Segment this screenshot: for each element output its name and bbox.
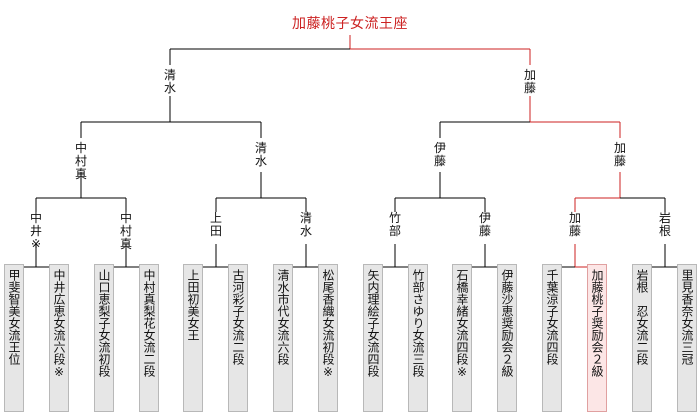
player-box: 千葉涼子女流四段 (542, 264, 562, 412)
quarterfinal-label-2: 上 田 (209, 211, 222, 238)
quarterfinal-label-1: 中 村 真 (119, 211, 132, 251)
player-box-champion: 加藤桃子奨励会２級 (587, 264, 607, 412)
player-box: 里見香奈女流三冠 (677, 264, 697, 412)
player-box: 清水市代女流六段 (273, 264, 293, 412)
quarterfinal-label-3: 清 水 (299, 211, 312, 238)
player-box: 山口恵梨子女流初段 (94, 264, 114, 412)
player-box: 中井広恵女流六段※ (49, 264, 69, 412)
quarterfinal-label-7: 岩 根 (658, 211, 671, 238)
semifinal-label-2: 伊 藤 (433, 141, 446, 168)
quarterfinal-label-5: 伊 藤 (478, 211, 491, 238)
player-box: 古河彩子女流二段 (228, 264, 248, 412)
player-box: 伊藤沙恵奨励会２級 (497, 264, 517, 412)
semifinal-label-0: 中 村 真 (74, 141, 87, 181)
player-box: 甲斐智美女流王位 (4, 264, 24, 412)
quarterfinal-label-4: 竹 部 (388, 211, 401, 238)
player-box: 中村真梨花女流二段 (139, 264, 159, 412)
tournament-title: 加藤桃子女流王座 (292, 16, 408, 32)
final-label-0: 清 水 (163, 68, 176, 95)
player-box: 岩根 忍女流二段 (632, 264, 652, 412)
quarterfinal-label-0: 中 井 ※ (29, 211, 42, 251)
final-label-1: 加 藤 (523, 68, 536, 95)
player-box: 松尾香織女流初段※ (318, 264, 338, 412)
player-box: 竹部さゆり女流三段 (408, 264, 428, 412)
player-box: 矢内理絵子女流四段 (363, 264, 383, 412)
player-box: 上田初美女王 (183, 264, 203, 412)
player-box: 石橋幸緒女流四段※ (452, 264, 472, 412)
semifinal-label-3: 加 藤 (613, 141, 626, 168)
semifinal-label-1: 清 水 (254, 141, 267, 168)
quarterfinal-label-6: 加 藤 (568, 211, 581, 238)
